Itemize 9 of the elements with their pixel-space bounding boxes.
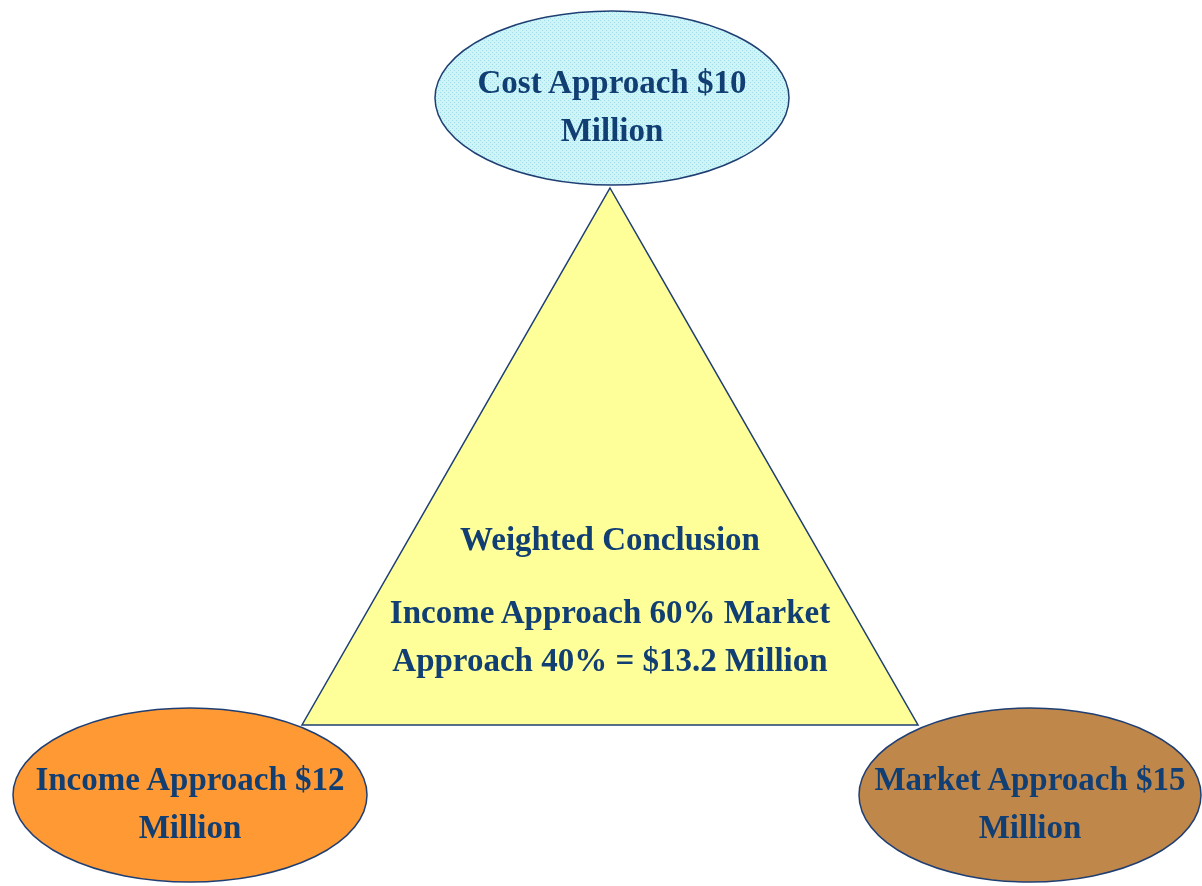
node-label: Income Approach $12 Million [34,760,346,847]
ellipse-node [434,10,790,186]
heading: Weighted Conclusion [459,520,761,559]
ellipse-node [12,707,368,883]
triangle-node [302,188,918,725]
node-label: Market Approach $15 Million [873,760,1187,847]
ellipse-node [858,707,1202,883]
node-label: Income Approach 60% Market Approach 40% = $13.2 Million [388,593,832,680]
node-label: Cost Approach $10 Million [476,63,748,150]
